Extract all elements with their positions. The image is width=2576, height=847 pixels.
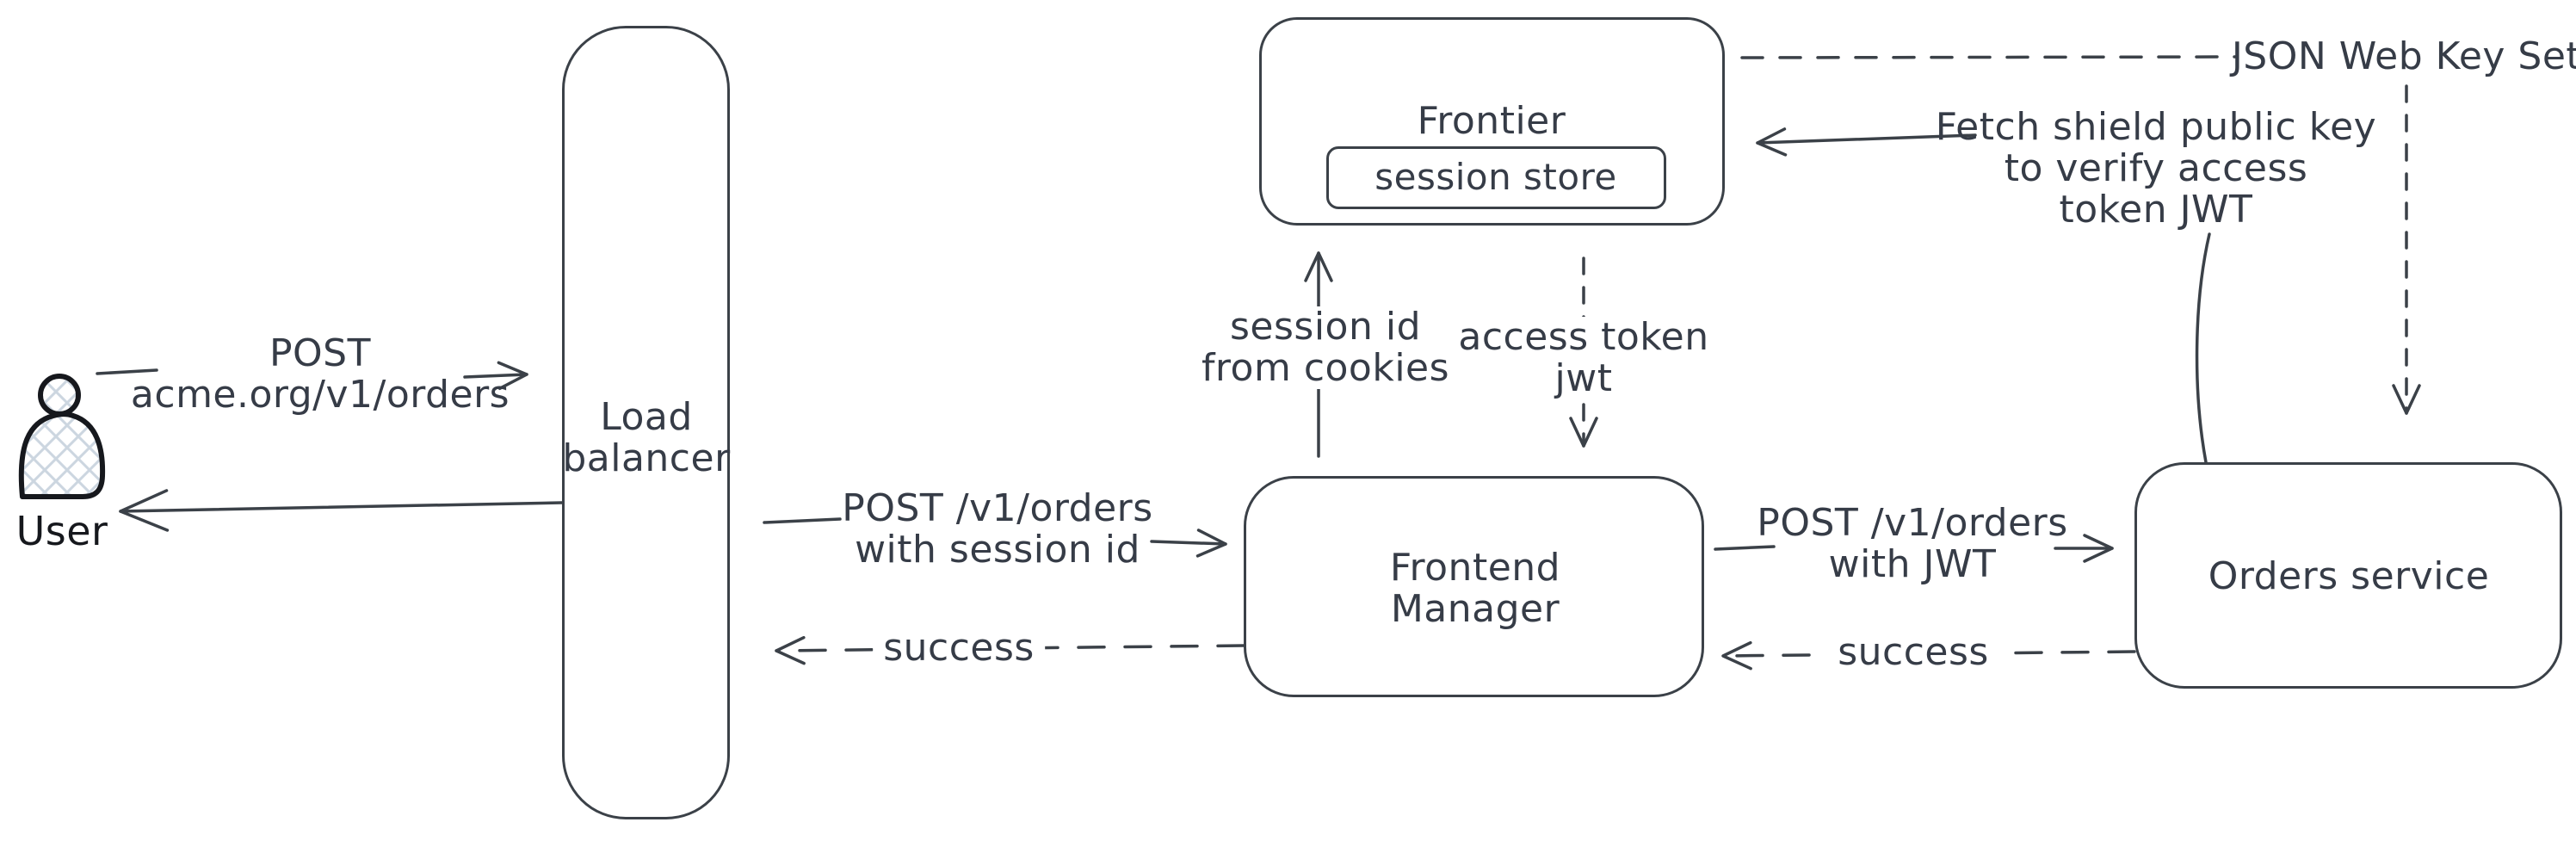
frontier-label: Frontier [1417, 99, 1566, 143]
edge-orders-to-fetch-curve [2195, 232, 2211, 464]
node-load-balancer [562, 26, 730, 819]
user-icon [18, 374, 106, 499]
edge-user-to-lb-arrow [463, 361, 528, 391]
edge-label-success-right: success [1827, 632, 1999, 673]
frontend-manager-label: Frontend Manager [1389, 546, 1561, 631]
jwks-label: JSON Web Key Set [2231, 34, 2576, 78]
node-session-store [1326, 146, 1666, 209]
user-label: User [15, 508, 108, 554]
edge-fm-to-orders-start [1714, 545, 1776, 551]
load-balancer-label: Load balancer [562, 395, 731, 480]
edge-lb-to-fm-start [763, 517, 842, 524]
edge-frontier-to-jwks [1740, 55, 2237, 59]
session-store-label: session store [1374, 156, 1617, 198]
edge-label-success-left: success [873, 628, 1045, 669]
edge-fetch-to-frontier-arrow [1756, 127, 1977, 157]
edge-user-to-lb-start [96, 368, 158, 375]
edge-label-access-token-jwt: access token jwt [1448, 317, 1720, 399]
edge-label-post-acme: POST acme.org/v1/orders [130, 331, 510, 417]
node-frontend-manager [1244, 476, 1704, 697]
edge-lb-to-user-arrow [119, 489, 564, 532]
edge-label-session-id-cookies: session id from cookies [1190, 306, 1461, 389]
edge-label-post-session-id: POST /v1/orders with session id [842, 486, 1153, 572]
edge-lb-to-fm-arrow [1150, 529, 1227, 558]
orders-service-label: Orders service [2208, 554, 2490, 598]
fetch-public-key-label: Fetch shield public key to verify access… [1935, 105, 2377, 232]
edge-label-post-jwt: POST /v1/orders with JWT [1757, 501, 2068, 586]
node-orders-service [2134, 462, 2562, 689]
